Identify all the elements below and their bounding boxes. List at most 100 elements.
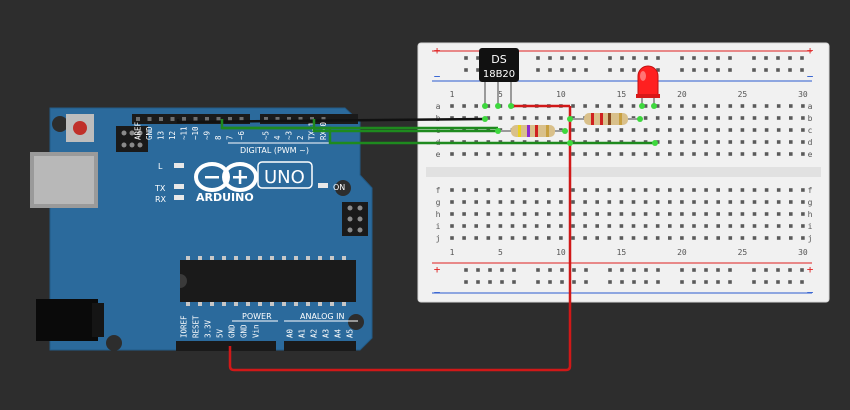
breadboard-hole[interactable] [632, 56, 636, 60]
breadboard-hole[interactable] [776, 268, 780, 272]
breadboard-hole[interactable] [716, 128, 720, 132]
digital-pin-hole[interactable] [136, 117, 140, 121]
breadboard-hole[interactable] [789, 188, 793, 192]
breadboard-hole[interactable] [704, 140, 708, 144]
breadboard-hole[interactable] [510, 200, 515, 204]
breadboard-hole[interactable] [607, 236, 612, 240]
breadboard-hole[interactable] [510, 212, 515, 216]
breadboard-hole[interactable] [498, 200, 503, 204]
breadboard-hole[interactable] [800, 68, 804, 72]
breadboard-hole[interactable] [728, 104, 733, 108]
breadboard-hole[interactable] [474, 152, 478, 156]
breadboard-hole[interactable] [608, 280, 612, 284]
breadboard-hole[interactable] [692, 56, 696, 60]
breadboard-hole[interactable] [534, 200, 539, 204]
breadboard-hole[interactable] [498, 236, 503, 240]
breadboard-hole[interactable] [607, 152, 612, 156]
breadboard-hole[interactable] [655, 188, 660, 192]
breadboard-hole[interactable] [571, 212, 575, 216]
breadboard-hole[interactable] [716, 200, 720, 204]
breadboard-hole[interactable] [474, 236, 478, 240]
breadboard-hole[interactable] [534, 224, 539, 228]
breadboard-hole[interactable] [656, 268, 660, 272]
breadboard-hole[interactable] [776, 128, 781, 132]
breadboard-hole[interactable] [789, 236, 793, 240]
breadboard-hole[interactable] [534, 188, 539, 192]
breadboard-hole[interactable] [583, 128, 587, 132]
breadboard-hole[interactable] [547, 224, 551, 228]
breadboard-hole[interactable] [655, 152, 660, 156]
breadboard-hole[interactable] [752, 200, 757, 204]
breadboard-hole[interactable] [752, 140, 757, 144]
breadboard-hole[interactable] [752, 236, 757, 240]
breadboard-hole[interactable] [716, 268, 720, 272]
breadboard-hole[interactable] [631, 104, 636, 108]
breadboard-hole[interactable] [450, 236, 454, 240]
breadboard-hole[interactable] [498, 188, 503, 192]
breadboard-hole[interactable] [608, 68, 612, 72]
breadboard-hole[interactable] [776, 116, 781, 120]
breadboard-hole[interactable] [704, 236, 708, 240]
breadboard-hole[interactable] [668, 236, 672, 240]
breadboard-hole[interactable] [728, 268, 732, 272]
digital-pin-hole[interactable] [287, 117, 291, 121]
breadboard-hole[interactable] [572, 268, 576, 272]
breadboard-hole[interactable] [510, 152, 515, 156]
breadboard-hole[interactable] [655, 236, 660, 240]
breadboard-hole[interactable] [607, 104, 612, 108]
breadboard-hole[interactable] [547, 200, 551, 204]
breadboard-hole[interactable] [655, 224, 660, 228]
breadboard-hole[interactable] [476, 56, 480, 60]
data-wire[interactable] [312, 119, 498, 133]
breadboard-hole[interactable] [464, 280, 468, 284]
breadboard-hole[interactable] [534, 212, 539, 216]
breadboard-hole[interactable] [486, 188, 491, 192]
breadboard-hole[interactable] [752, 56, 756, 60]
breadboard-hole[interactable] [488, 268, 492, 272]
breadboard-hole[interactable] [559, 116, 563, 120]
breadboard-hole[interactable] [643, 236, 648, 240]
breadboard-hole[interactable] [644, 268, 648, 272]
breadboard-hole[interactable] [534, 116, 539, 120]
breadboard-hole[interactable] [680, 140, 684, 144]
breadboard-hole[interactable] [716, 104, 720, 108]
breadboard-hole[interactable] [607, 200, 612, 204]
breadboard-hole[interactable] [620, 280, 624, 284]
breadboard-hole[interactable] [776, 224, 781, 228]
breadboard-hole[interactable] [789, 104, 793, 108]
breadboard-hole[interactable] [547, 236, 551, 240]
breadboard-hole[interactable] [704, 68, 708, 72]
breadboard-hole[interactable] [728, 152, 733, 156]
ds18b20-temperature-sensor[interactable]: DS 18B20 [479, 48, 519, 106]
breadboard-hole[interactable] [764, 224, 769, 228]
breadboard-hole[interactable] [619, 224, 624, 228]
breadboard-hole[interactable] [800, 268, 804, 272]
breadboard-hole[interactable] [788, 280, 792, 284]
breadboard-hole[interactable] [704, 224, 708, 228]
breadboard-hole[interactable] [764, 212, 769, 216]
breadboard-hole[interactable] [728, 280, 732, 284]
breadboard-hole[interactable] [631, 236, 636, 240]
breadboard-hole[interactable] [668, 128, 672, 132]
digital-pin-hole[interactable] [216, 117, 221, 121]
breadboard-hole[interactable] [800, 56, 804, 60]
breadboard-hole[interactable] [752, 188, 757, 192]
digital-pin-hole[interactable] [275, 117, 280, 121]
breadboard-hole[interactable] [800, 280, 804, 284]
breadboard-hole[interactable] [668, 104, 672, 108]
breadboard-hole[interactable] [595, 104, 599, 108]
breadboard-hole[interactable] [776, 152, 781, 156]
breadboard-hole[interactable] [619, 104, 624, 108]
breadboard-hole[interactable] [801, 224, 805, 228]
breadboard-hole[interactable] [595, 152, 599, 156]
breadboard-hole[interactable] [692, 212, 696, 216]
breadboard-hole[interactable] [764, 128, 769, 132]
digital-pin-hole[interactable] [321, 117, 326, 121]
breadboard-hole[interactable] [619, 188, 624, 192]
breadboard-hole[interactable] [560, 280, 564, 284]
breadboard-hole[interactable] [522, 152, 527, 156]
breadboard-hole[interactable] [801, 116, 805, 120]
breadboard-hole[interactable] [716, 68, 720, 72]
breadboard-hole[interactable] [583, 104, 587, 108]
